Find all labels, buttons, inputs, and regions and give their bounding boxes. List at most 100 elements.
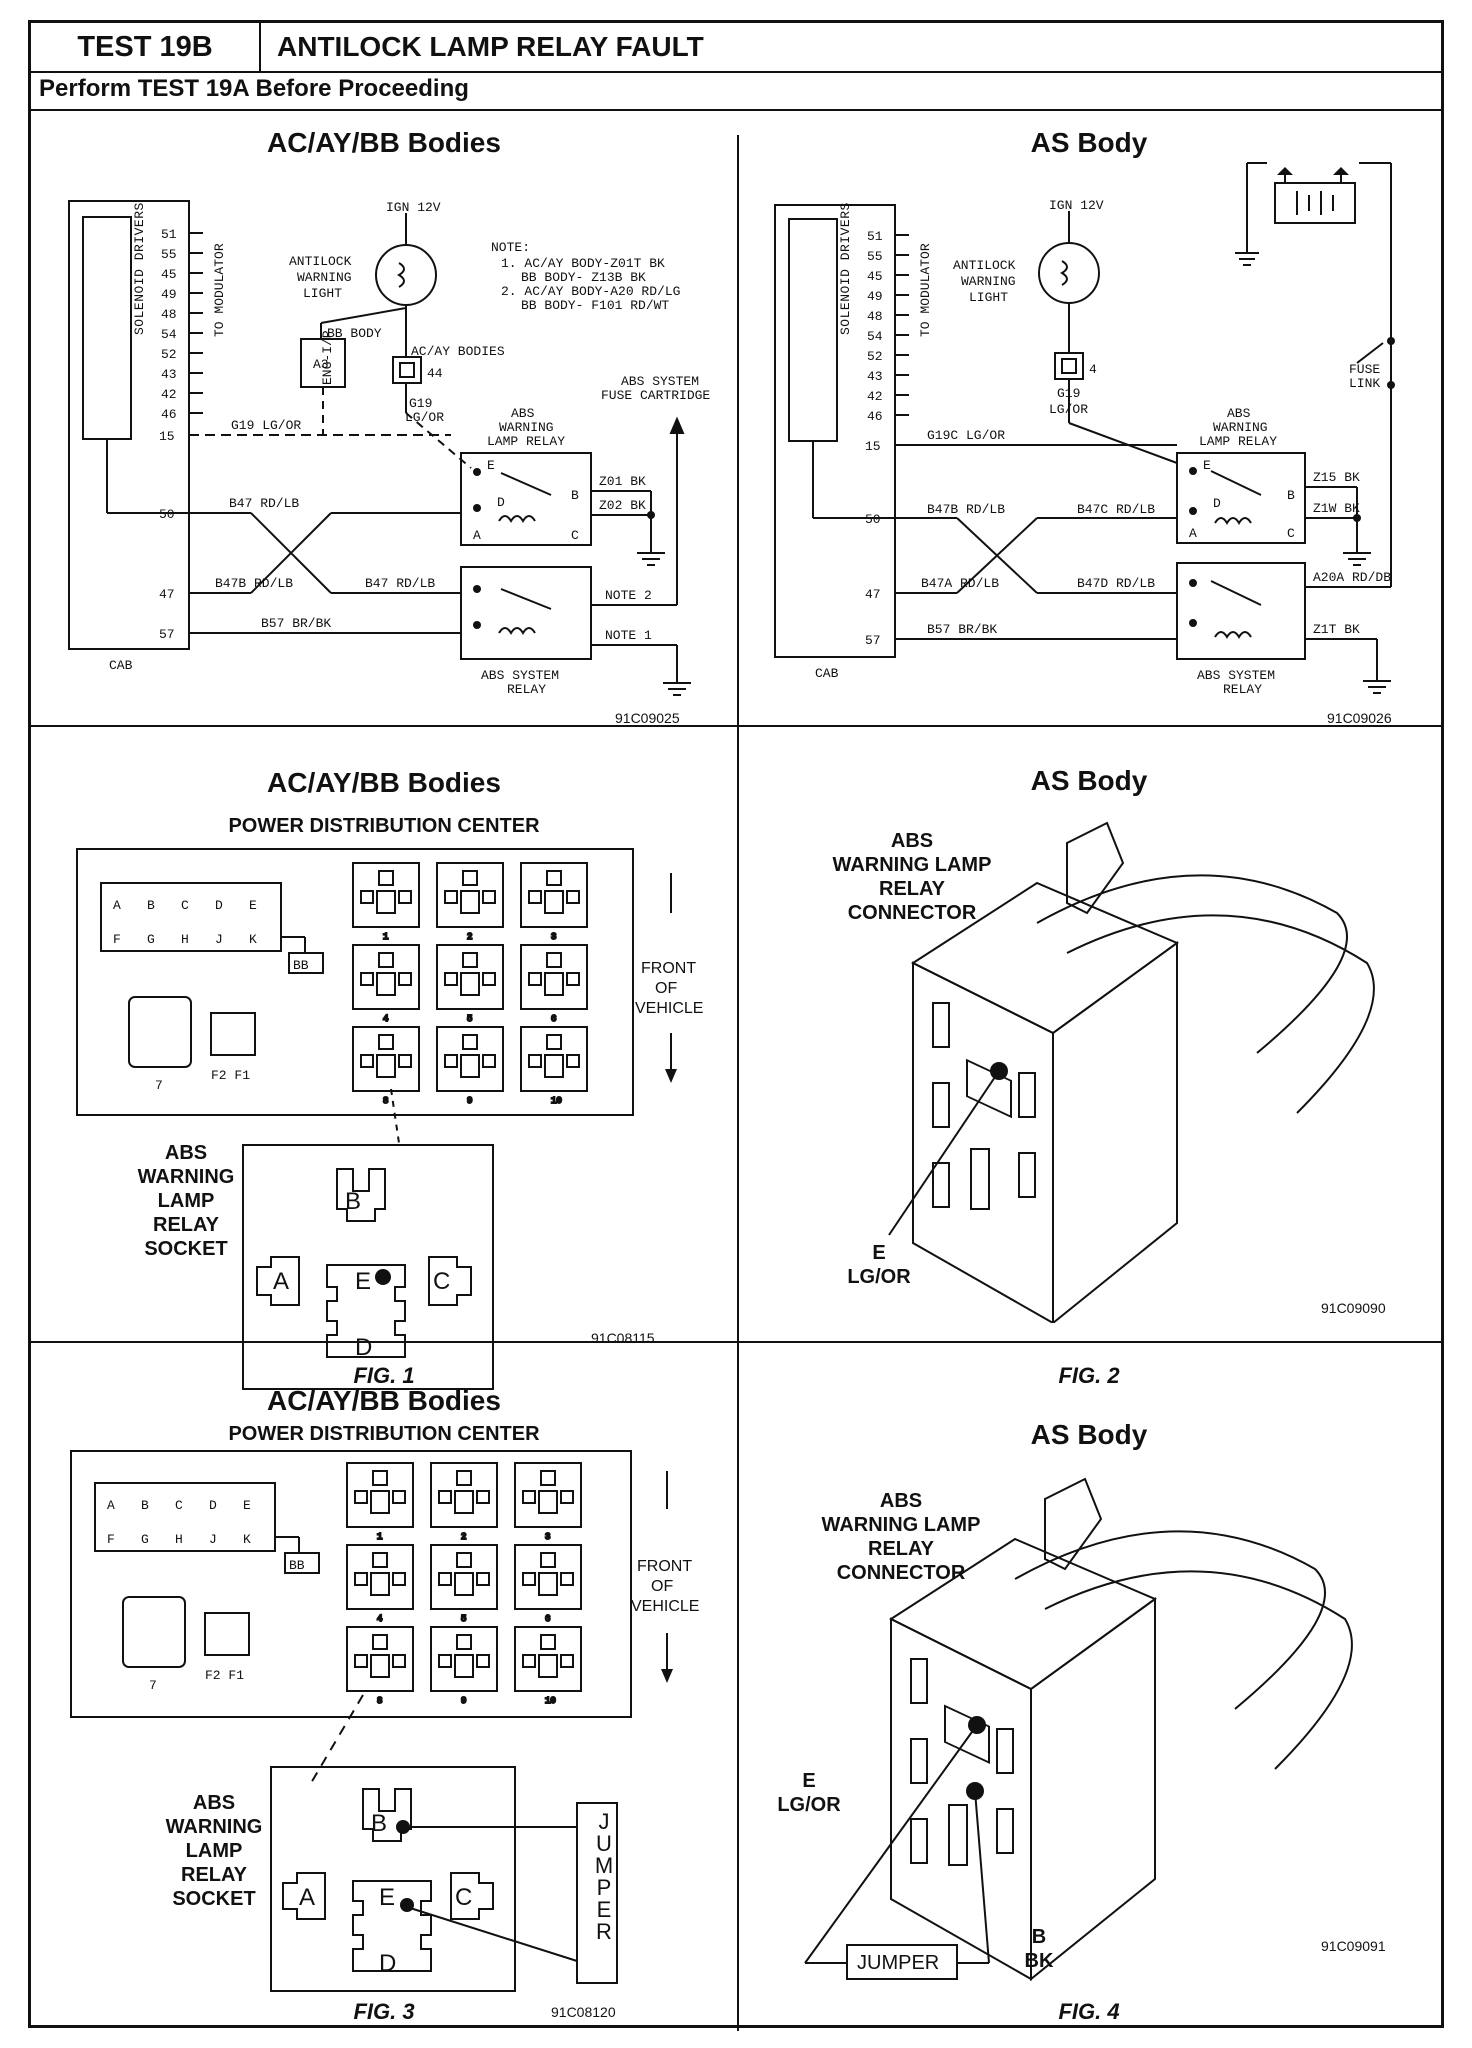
- connector-drawing-fig4: JUMPER 91C09091: [804, 1477, 1386, 1982]
- relay-number: 2: [467, 932, 472, 942]
- wire-note2: NOTE 2: [605, 588, 652, 603]
- relay-cavity: [520, 862, 588, 928]
- wire-b47b: B47B RD/LB: [215, 576, 293, 591]
- figure-code: 91C09090: [1321, 1300, 1386, 1316]
- relay2-label-2: RELAY: [1223, 682, 1262, 697]
- note-4: 2. AC/AY BODY-A20 RD/LG: [501, 284, 680, 299]
- cab-label: CAB: [815, 666, 839, 681]
- relay-number: 4: [383, 1014, 388, 1024]
- fuse-label: D: [215, 898, 223, 913]
- page-subtitle: Perform TEST 19A Before Proceeding: [39, 75, 469, 102]
- wire-b47a: B47A RD/LB: [921, 576, 999, 591]
- fuse-label: D: [209, 1498, 217, 1513]
- wire-z01: Z01 BK: [599, 474, 646, 489]
- pin-number: 54: [867, 329, 883, 344]
- g19-label-2: LG/OR: [1049, 402, 1088, 417]
- socket-letter-c: C: [455, 1884, 472, 1911]
- figure-caption: FIG. 2: [1058, 1363, 1120, 1388]
- relay-number: 8: [383, 1096, 388, 1106]
- relay-number: 1: [377, 1532, 382, 1542]
- wire-z02: Z02 BK: [599, 498, 646, 513]
- figure-code: 91C08120: [551, 2004, 616, 2020]
- connector-side-face: [1052, 941, 1178, 1323]
- row-divider-1: [31, 725, 1441, 727]
- relay-cavity: [514, 1462, 582, 1528]
- term-c: C: [571, 528, 579, 543]
- pin-number: 50: [865, 512, 881, 527]
- relay1-label-2: WARNING: [499, 420, 554, 435]
- g19-label-1: G19: [1057, 386, 1080, 401]
- fuse-label: C: [175, 1498, 183, 1513]
- relay2-label-1: ABS SYSTEM: [1197, 668, 1275, 683]
- relay-cavity: [436, 944, 504, 1010]
- fuse-link-label-1: FUSE: [1349, 362, 1380, 377]
- relay-number: 5: [461, 1614, 466, 1624]
- relay-cavity: [346, 1626, 414, 1692]
- relay-cavity: [514, 1544, 582, 1610]
- connector-front-face: [912, 961, 1054, 1323]
- panel-title: AS Body: [1030, 765, 1148, 796]
- wire-g19c: G19C LG/OR: [927, 428, 1005, 443]
- relay1-label-3: LAMP RELAY: [1199, 434, 1277, 449]
- pin-number: 55: [161, 247, 177, 262]
- relay-number: 3: [551, 932, 556, 942]
- fuse-label: A: [113, 898, 121, 913]
- connector-drawing-fig2: 91C09090: [888, 821, 1386, 1323]
- connector-top-face: [888, 1537, 1158, 1691]
- term-d: D: [497, 495, 505, 510]
- fuse-label: K: [249, 932, 257, 947]
- connector-label: ABS WARNING LAMP RELAY CONNECTOR: [832, 830, 992, 924]
- relay-number: 10: [551, 1096, 562, 1106]
- figure-code: 91C09025: [615, 710, 680, 723]
- fuse-label: H: [181, 932, 189, 947]
- term-a: A: [473, 528, 481, 543]
- relay-cavity: [520, 1026, 588, 1092]
- small-7-label: 7: [155, 1078, 163, 1093]
- figure-caption: FIG. 4: [1058, 1999, 1120, 2024]
- figure-code: 91C09091: [1321, 1938, 1386, 1954]
- test-id: TEST 19B: [31, 23, 261, 71]
- g19-label-2: LG/OR: [405, 410, 444, 425]
- lamp-label-2: WARNING: [297, 270, 352, 285]
- pin-number: 52: [161, 347, 177, 362]
- fuse-label: J: [215, 932, 223, 947]
- lamp-label-1: ANTILOCK: [289, 254, 352, 269]
- pin-number: 45: [867, 269, 883, 284]
- figure-caption: FIG. 3: [353, 1999, 415, 2024]
- relay-cavity: [430, 1544, 498, 1610]
- fuse-label: K: [243, 1532, 251, 1547]
- socket-label: ABS WARNING LAMP RELAY SOCKET: [165, 1792, 263, 1910]
- note-3: BB BODY- Z13B BK: [521, 270, 646, 285]
- relay-cavity: [520, 944, 588, 1010]
- fuse-label: B: [147, 898, 155, 913]
- e-pin-label: E LG/OR: [847, 1242, 911, 1288]
- term-e: E: [1203, 458, 1211, 473]
- fuse-label: E: [243, 1498, 251, 1513]
- relay1-label-2: WARNING: [1213, 420, 1268, 435]
- socket-letter-e: E: [379, 1884, 395, 1911]
- socket-letter-e: E: [355, 1268, 371, 1295]
- front-label-1: FRONT: [641, 960, 696, 977]
- fuse-label-1: ABS SYSTEM: [621, 374, 699, 389]
- wire-a20a: A20A RD/DB: [1313, 570, 1391, 585]
- ign-label: IGN 12V: [386, 200, 441, 215]
- front-label-1: FRONT: [637, 1558, 692, 1575]
- pin-number: 48: [867, 309, 883, 324]
- header-bar: TEST 19B ANTILOCK LAMP RELAY FAULT: [31, 23, 1441, 73]
- socket-letter-b: B: [345, 1188, 361, 1215]
- pin-number: 51: [161, 227, 177, 242]
- wire-b47d: B47D RD/LB: [1077, 576, 1155, 591]
- figure-caption: FIG. 1: [353, 1363, 415, 1388]
- f2f1-label: F2 F1: [211, 1068, 250, 1083]
- relay2-label-1: ABS SYSTEM: [481, 668, 559, 683]
- page-frame: TEST 19B ANTILOCK LAMP RELAY FAULT Perfo…: [28, 20, 1444, 2031]
- pin-number: 15: [159, 429, 175, 444]
- wire-z1t: Z1T BK: [1313, 622, 1360, 637]
- wire-b57: B57 BR/BK: [261, 616, 331, 631]
- pin-number: 54: [161, 327, 177, 342]
- relay-number: 10: [545, 1696, 556, 1706]
- relay-number: 6: [545, 1614, 550, 1624]
- relay-cavity: [352, 944, 420, 1010]
